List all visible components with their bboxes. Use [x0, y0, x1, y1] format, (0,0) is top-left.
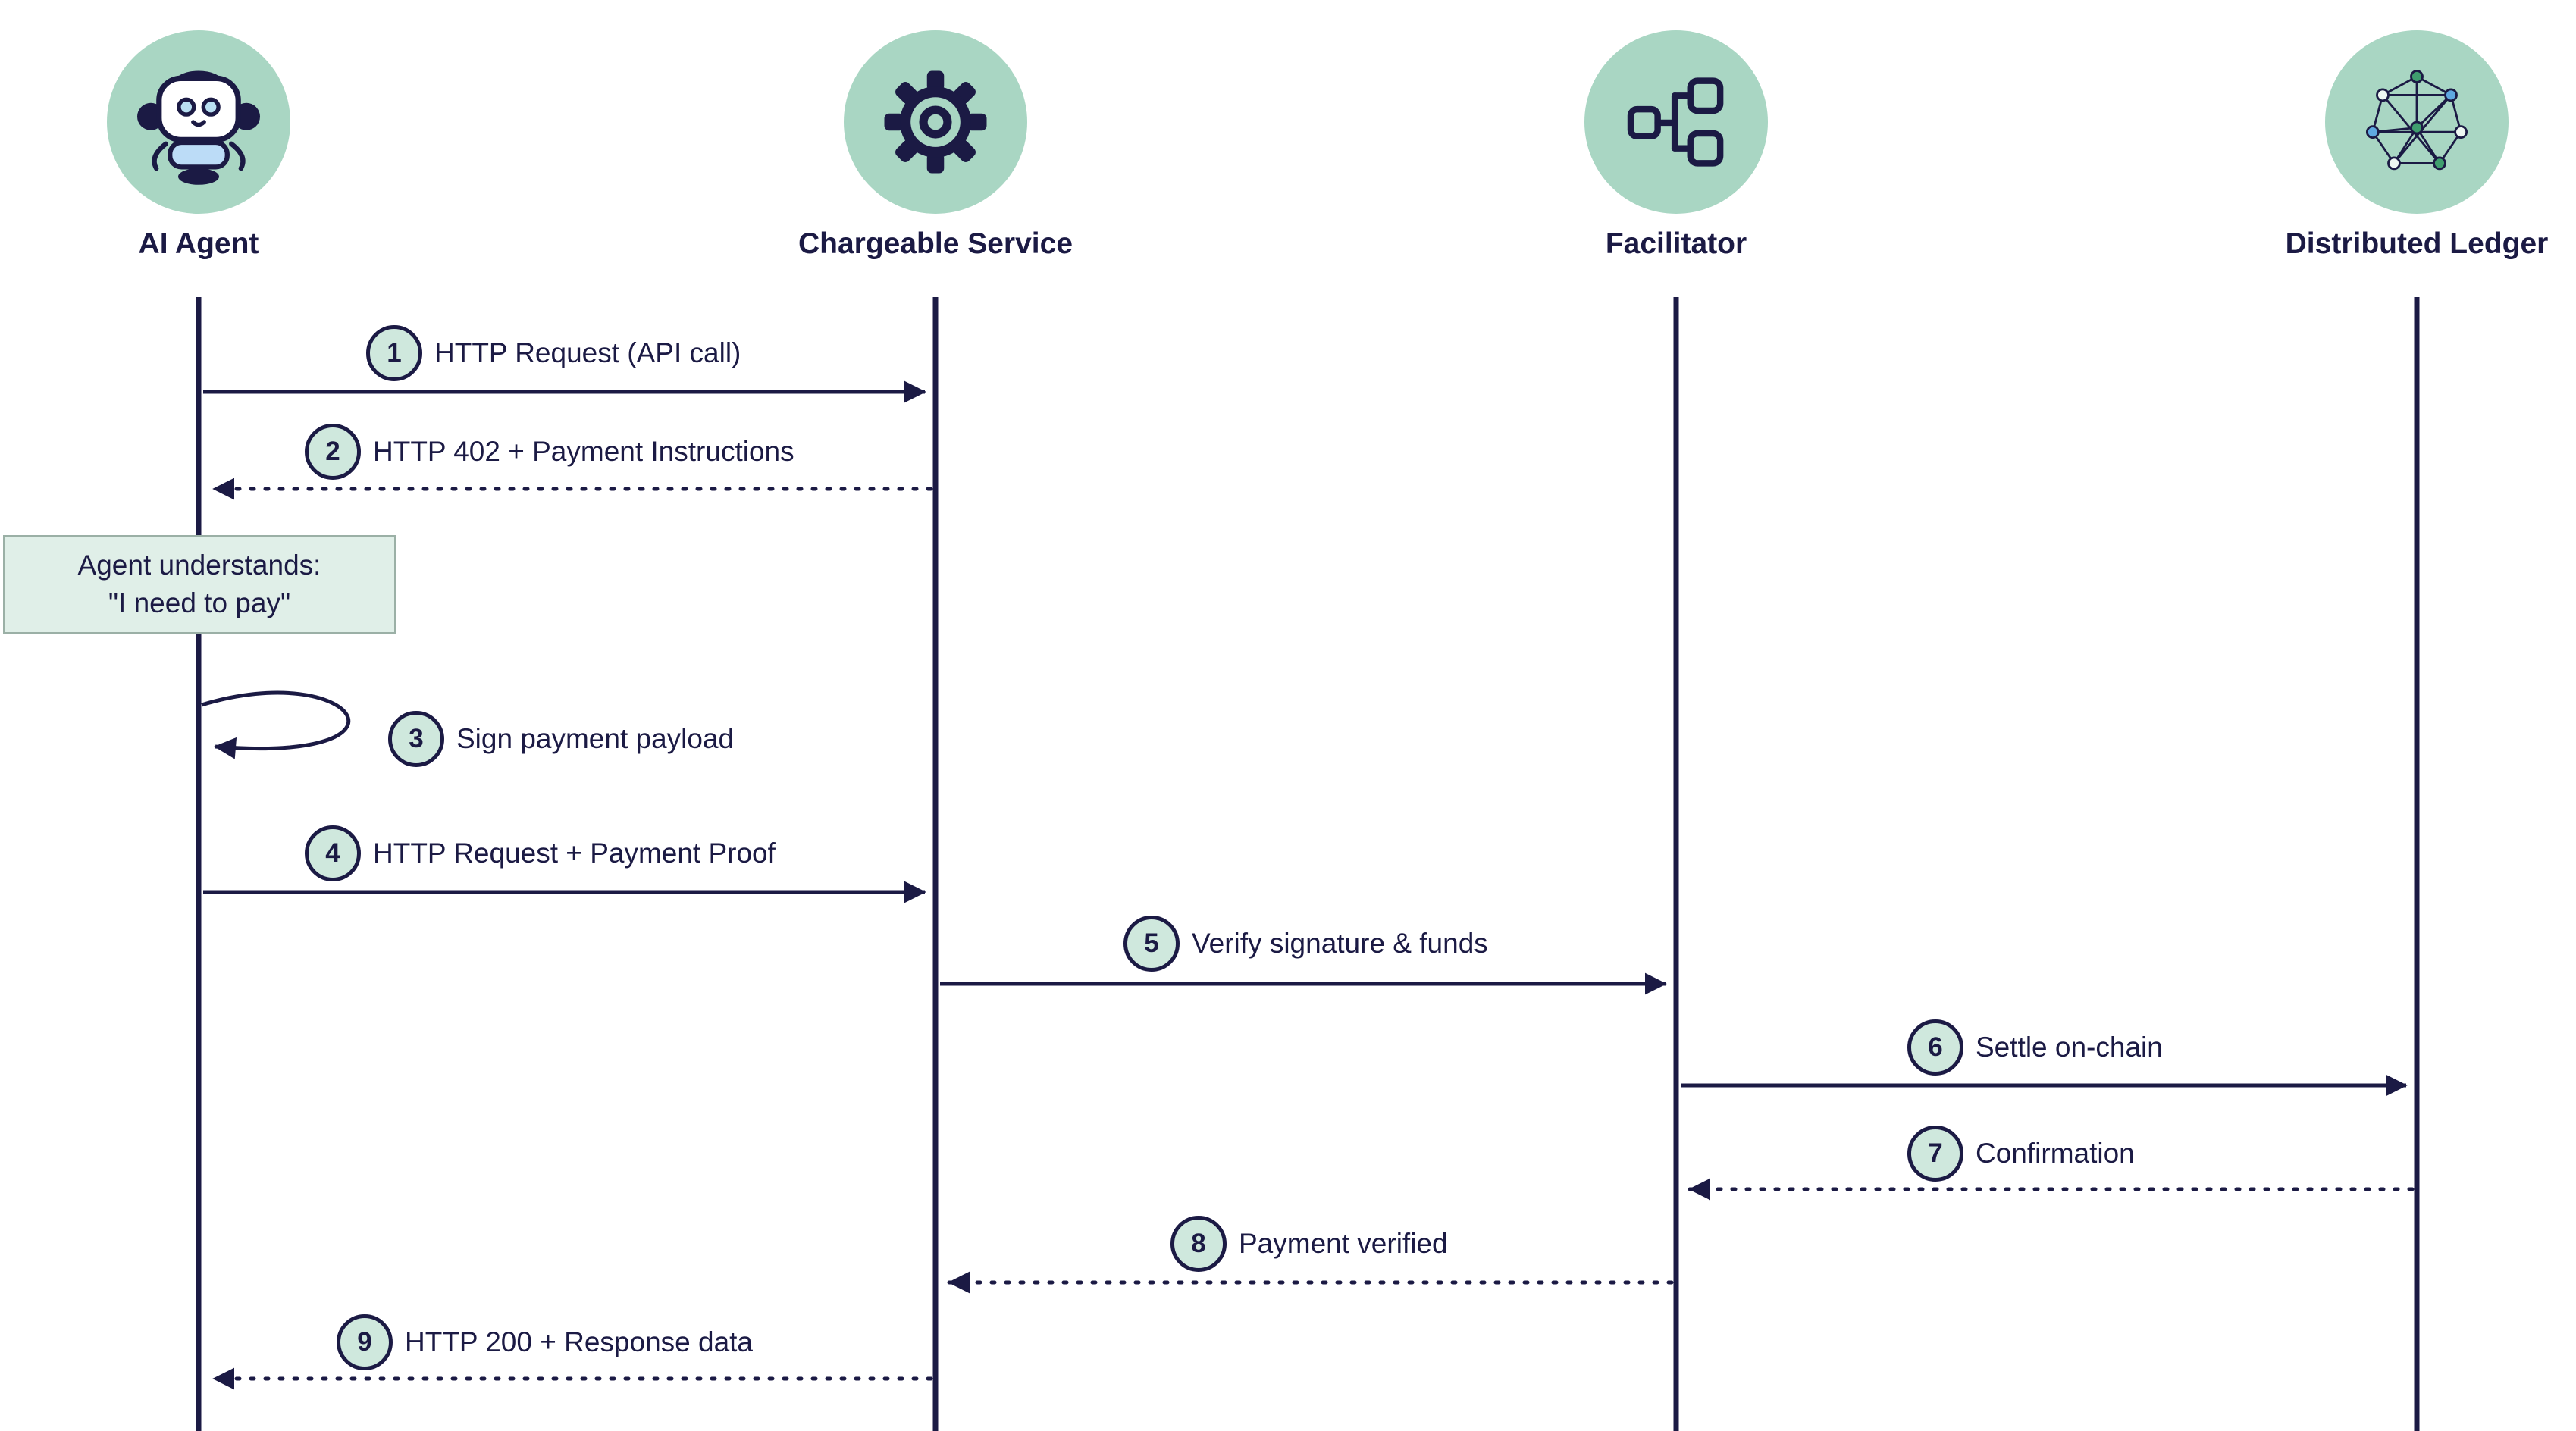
actor-avatar-ai-agent — [107, 30, 290, 214]
actor-label-facilitator: Facilitator — [1605, 227, 1747, 260]
actor-avatar-facilitator — [1584, 30, 1768, 214]
message-8-number: 8 — [1170, 1216, 1227, 1272]
message-6-number: 6 — [1907, 1019, 1963, 1076]
actor-label-chargeable-service: Chargeable Service — [798, 227, 1073, 260]
message-4: 4 HTTP Request + Payment Proof — [305, 825, 776, 881]
message-7-number: 7 — [1907, 1126, 1963, 1182]
network-icon — [2360, 65, 2474, 179]
gear-icon — [879, 65, 992, 179]
message-3-number: 3 — [388, 711, 444, 767]
message-8-label: Payment verified — [1239, 1228, 1448, 1259]
message-3: 3 Sign payment payload — [388, 711, 734, 767]
message-7-label: Confirmation — [1976, 1138, 2135, 1169]
hierarchy-icon — [1619, 65, 1733, 179]
note-line-1: Agent understands: — [77, 550, 321, 581]
message-1-label: HTTP Request (API call) — [434, 337, 741, 368]
message-7: 7 Confirmation — [1907, 1126, 2135, 1182]
message-4-number: 4 — [305, 825, 361, 881]
message-4-label: HTTP Request + Payment Proof — [373, 838, 776, 869]
message-6: 6 Settle on-chain — [1907, 1019, 2163, 1076]
message-9-number: 9 — [337, 1314, 393, 1370]
message-2: 2 HTTP 402 + Payment Instructions — [305, 424, 794, 480]
message-2-number: 2 — [305, 424, 361, 480]
message-5-label: Verify signature & funds — [1192, 928, 1488, 959]
robot-icon — [130, 54, 267, 190]
message-2-label: HTTP 402 + Payment Instructions — [373, 436, 794, 467]
message-1-number: 1 — [366, 325, 422, 381]
message-1: 1 HTTP Request (API call) — [366, 325, 741, 381]
note-agent-understands: Agent understands: "I need to pay" — [3, 535, 396, 634]
message-6-label: Settle on-chain — [1976, 1032, 2163, 1063]
message-3-label: Sign payment payload — [456, 723, 735, 754]
actor-label-ai-agent: AI Agent — [138, 227, 259, 260]
actor-avatar-chargeable-service — [844, 30, 1027, 214]
message-9: 9 HTTP 200 + Response data — [337, 1314, 753, 1370]
message-8: 8 Payment verified — [1170, 1216, 1448, 1272]
actor-avatar-distributed-ledger — [2325, 30, 2509, 214]
actor-label-distributed-ledger: Distributed Ledger — [2285, 227, 2549, 260]
message-5-number: 5 — [1123, 916, 1180, 972]
arrow-message-3-self-loop — [201, 690, 350, 759]
message-9-label: HTTP 200 + Response data — [405, 1326, 754, 1357]
message-5: 5 Verify signature & funds — [1123, 916, 1488, 972]
note-line-2: "I need to pay" — [108, 587, 291, 618]
